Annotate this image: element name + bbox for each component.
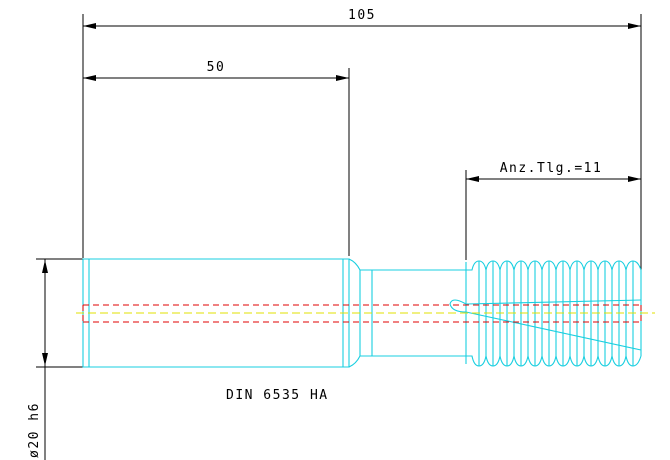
dimension-thread-length: Anz.Tlg.=11 — [465, 161, 641, 260]
dimension-shank-label: 50 — [207, 60, 226, 75]
standard-designation: DIN 6535 HA — [226, 388, 329, 403]
dimension-total-length: 105 — [82, 8, 642, 270]
dimension-total-label: 105 — [348, 8, 376, 23]
dimension-thread-label: Anz.Tlg.=11 — [500, 161, 603, 176]
dimension-diameter-label: ø20 h6 — [27, 402, 42, 458]
dimension-diameter: ø20 h6 — [27, 258, 83, 460]
center-lines — [76, 304, 655, 323]
dimension-shank-length: 50 — [83, 60, 350, 256]
